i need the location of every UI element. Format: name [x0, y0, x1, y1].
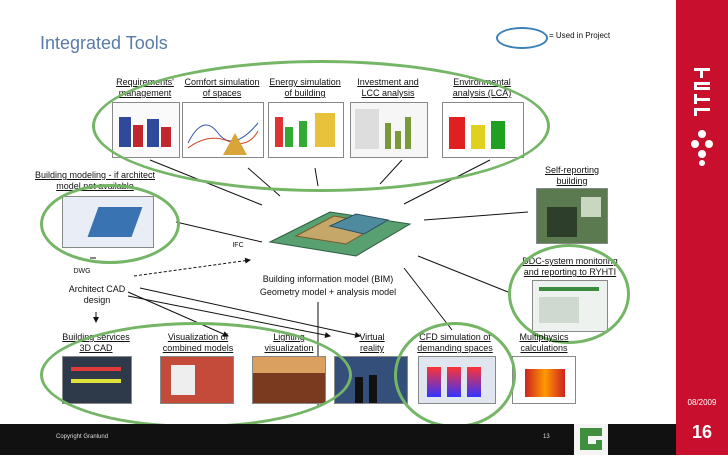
bim-label-line2: Geometry model + analysis model — [259, 287, 397, 297]
page-number: 16 — [691, 422, 713, 442]
used-in-project-oval-building-modeling — [40, 184, 180, 264]
slide-number: 13 — [543, 434, 550, 440]
self-reporting-screenshot — [536, 188, 608, 244]
legend-oval-icon — [496, 27, 548, 49]
tekla-logo — [690, 64, 714, 120]
dwg-label: DWG — [73, 268, 91, 275]
slide: Integrated Tools = Used in Project — [34, 27, 630, 428]
connector-line — [175, 221, 263, 243]
ifc-label: IFC — [232, 242, 244, 249]
tool-label-virtual-reality: Virtual reality — [359, 332, 385, 353]
connector-arrow — [139, 287, 361, 338]
connector-line — [423, 211, 529, 221]
used-in-project-oval-bottom-left — [40, 322, 352, 428]
tekla-dots-icon — [691, 130, 713, 166]
multiphysics-screenshot — [512, 356, 576, 404]
bim-building-model — [260, 196, 420, 264]
connector-line — [417, 255, 509, 293]
connector-dashed-arrow — [133, 257, 251, 277]
granlund-logo — [574, 424, 608, 455]
connector-line — [403, 267, 453, 331]
tekla-sidebar: 08/2009 16 — [676, 0, 728, 455]
used-in-project-oval-top — [92, 60, 550, 192]
used-in-project-oval-ddc — [508, 244, 630, 344]
used-in-project-oval-cfd — [394, 322, 516, 428]
slide-footer: Copyright Granlund 13 — [0, 424, 676, 455]
bim-label-line1: Building information model (BIM) — [262, 274, 394, 284]
slide-title: Integrated Tools — [40, 33, 168, 53]
architect-cad-label: Architect CAD design — [68, 284, 126, 305]
tool-label-multiphysics: Multiphysics calculations — [519, 332, 569, 353]
connector-arrow — [127, 295, 331, 338]
self-reporting-label: Self-reporting building — [544, 165, 600, 186]
legend-text: = Used in Project — [549, 31, 611, 40]
date-label: 08/2009 — [687, 398, 717, 407]
copyright-text: Copyright Granlund — [56, 434, 109, 440]
